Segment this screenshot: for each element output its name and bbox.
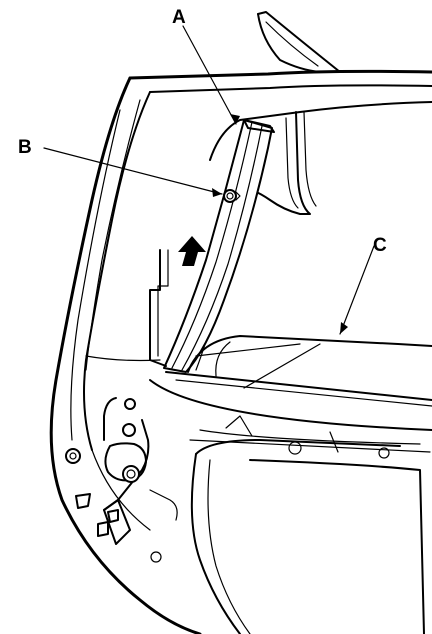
arrow-up-icon	[178, 236, 206, 266]
callout-label-b: B	[18, 137, 32, 158]
inner-panel-bracket	[149, 249, 169, 367]
upper-corner-bracket	[257, 11, 341, 73]
leader-line-b	[43, 147, 223, 195]
leader-line-a	[182, 25, 237, 125]
leader-lines	[43, 25, 375, 335]
bolt-b	[223, 189, 241, 203]
guide-channel	[163, 119, 275, 373]
glass-panel-c	[165, 335, 432, 407]
hinge-hardware	[65, 397, 178, 545]
callout-label-c: C	[373, 235, 387, 256]
inner-door-skin	[149, 379, 432, 634]
leader-line-c	[339, 245, 375, 335]
door-frame	[49, 69, 432, 634]
callout-label-a: A	[172, 7, 186, 28]
